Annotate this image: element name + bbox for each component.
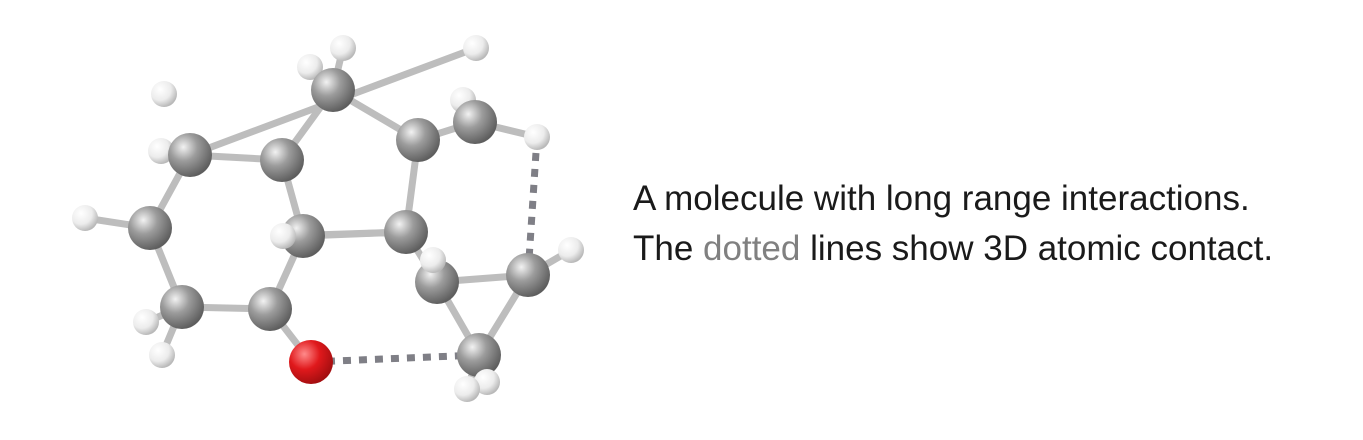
carbon-atom [396,118,440,162]
contact-layer [310,136,541,366]
molecule-figure [72,35,584,402]
contact-dotted-line [310,351,480,366]
caption: A molecule with long range interactions.… [633,174,1353,274]
hydrogen-atom [330,35,356,61]
hydrogen-atom [297,54,323,80]
hydrogen-atom [474,369,500,395]
caption-line-2: The dotted lines show 3D atomic contact. [633,224,1353,274]
hydrogen-atom [270,223,296,249]
hydrogen-atom [72,205,98,231]
hydrogen-atom [420,247,446,273]
caption-highlight-word: dotted [703,229,801,268]
carbon-atom [384,210,428,254]
carbon-atom [160,285,204,329]
carbon-atom [281,214,325,258]
hydrogen-atom [463,35,489,61]
caption-line-1: A molecule with long range interactions. [633,179,1250,218]
carbon-atom [457,333,501,377]
carbon-atom [311,68,355,112]
carbon-atom [168,133,212,177]
hydrogen-atom [133,309,159,335]
hydrogen-atom [524,124,550,150]
carbon-atom [248,287,292,331]
oxygen-atom [289,340,333,384]
hydrogen-atom [454,376,480,402]
hydrogen-atom [148,138,174,164]
caption-line-2-prefix: The [633,229,694,268]
atom-layer [72,35,584,402]
carbon-atom [128,206,172,250]
carbon-atom [415,260,459,304]
caption-line-2-suffix: lines show 3D atomic contact. [810,229,1274,268]
hydrogen-atom [151,81,177,107]
carbon-atom [506,253,550,297]
hydrogen-atom [558,237,584,263]
carbon-atom [453,100,497,144]
carbon-atom [260,138,304,182]
contact-dotted-line [524,136,541,276]
hydrogen-atom [149,342,175,368]
